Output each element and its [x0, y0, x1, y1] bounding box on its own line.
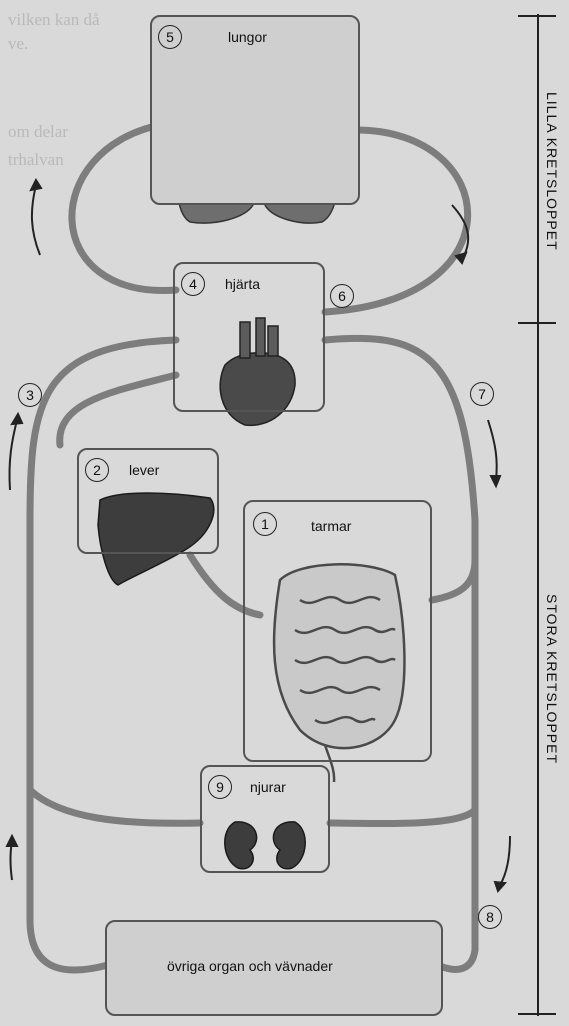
- other-organs-box: övriga organ och vävnader: [105, 920, 443, 1016]
- mesenteric-artery: [432, 560, 475, 600]
- step-number-3: 3: [18, 383, 42, 407]
- liver-box: 2 lever: [77, 448, 219, 554]
- step-number-6: 6: [330, 284, 354, 308]
- other-organs-label: övriga organ och vävnader: [167, 958, 333, 974]
- arrow-down-right-mid: [488, 420, 497, 480]
- arrow-up-left-bottom: [11, 842, 13, 880]
- vena-cava: [30, 340, 176, 970]
- lungs-label: lungor: [228, 29, 267, 45]
- heart-label: hjärta: [225, 276, 260, 292]
- stora-kretsloppet-label: STORA KRETSLOPPET: [544, 594, 560, 764]
- intestines-box: 1 tarmar: [243, 500, 432, 762]
- step-number: 1: [253, 512, 277, 536]
- arrow-down-right-bottom: [500, 836, 510, 885]
- step-number: 2: [85, 458, 109, 482]
- kidneys-label: njurar: [250, 779, 286, 795]
- arrow-up-left-mid: [9, 420, 17, 490]
- intestines-label: tarmar: [311, 518, 351, 534]
- step-number-8: 8: [478, 905, 502, 929]
- renal-artery: [330, 810, 475, 824]
- arrow-up-left-top: [32, 185, 40, 255]
- lungs-box: 5 lungor: [150, 15, 360, 205]
- step-number: 5: [158, 25, 182, 49]
- kidneys-box: 9 njurar: [200, 765, 330, 873]
- step-number-7: 7: [470, 382, 494, 406]
- hepatic-vein: [60, 375, 176, 445]
- step-number: 4: [181, 272, 205, 296]
- renal-vein: [30, 790, 200, 823]
- heart-box: 4 hjärta: [173, 262, 325, 412]
- lilla-kretsloppet-label: LILLA KRETSLOPPET: [544, 92, 560, 251]
- liver-label: lever: [129, 462, 159, 478]
- step-number: 9: [208, 775, 232, 799]
